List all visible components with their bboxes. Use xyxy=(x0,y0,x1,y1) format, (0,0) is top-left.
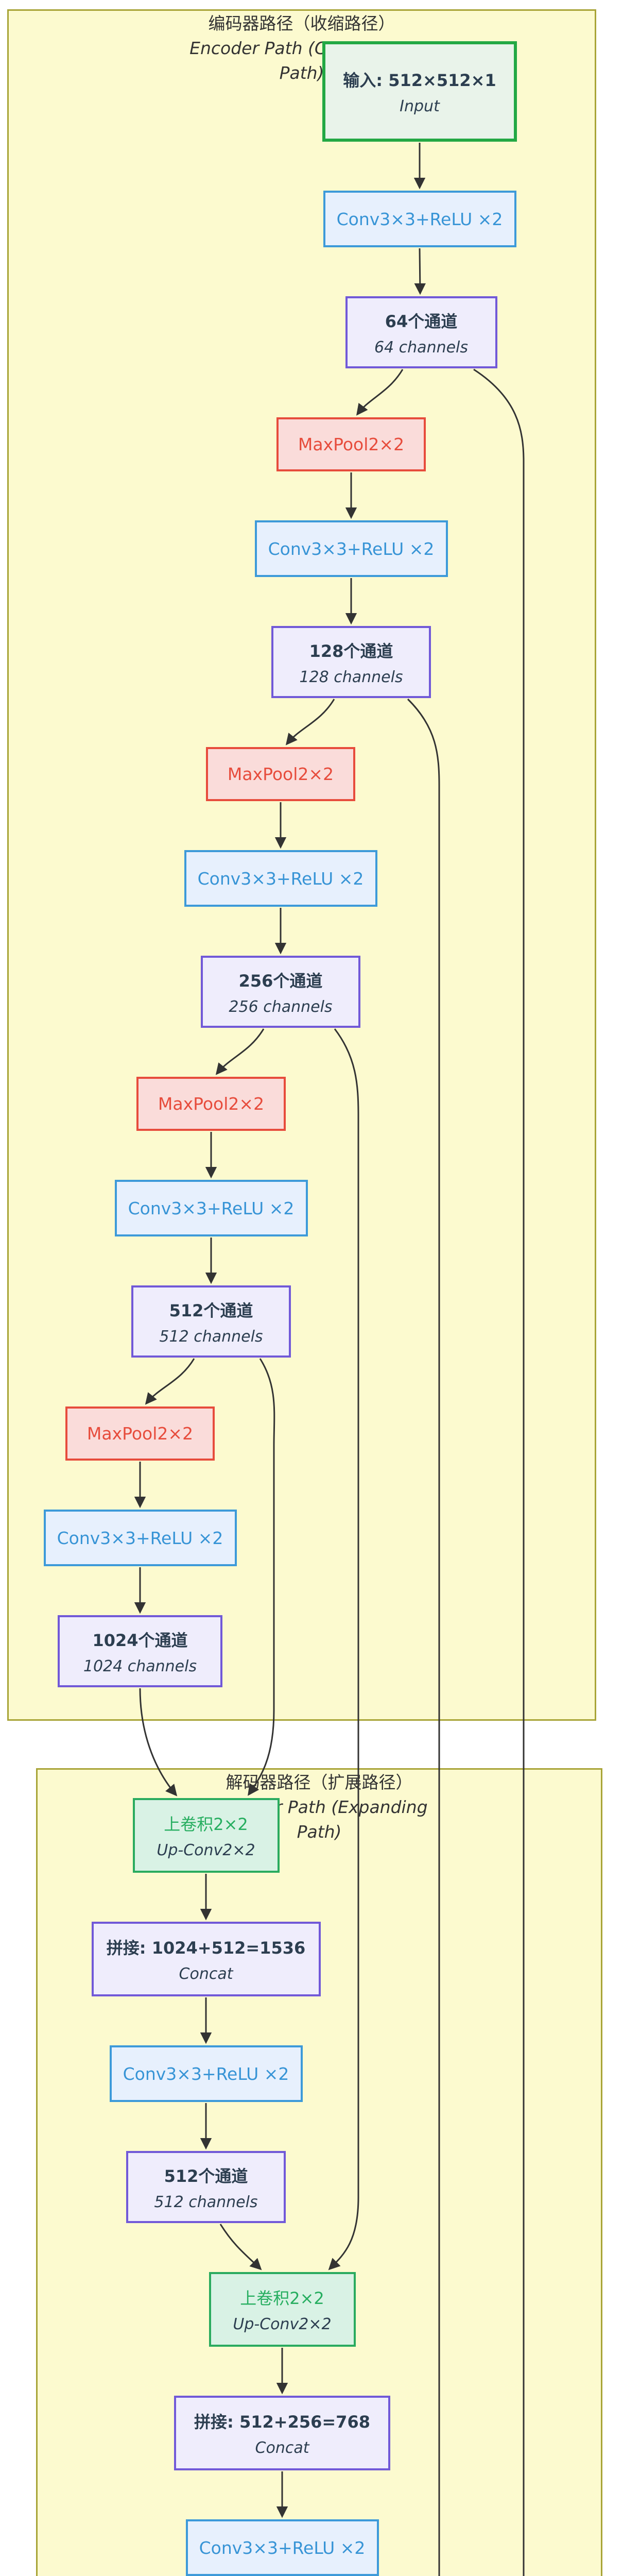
node-mp2-label: MaxPool2×2 xyxy=(227,764,334,784)
edge-ch512-up1-skip-connection xyxy=(248,1358,275,1796)
decoder-title-en-line2: Path) xyxy=(297,1822,342,1842)
node-input-label-cn: 输入: 512×512×1 xyxy=(343,71,496,90)
encoder-title-en-line2: Path) xyxy=(279,63,324,83)
node-conv6-label: Conv3×3+ReLU ×2 xyxy=(123,2063,289,2084)
node-ch64: 64个通道 64 channels xyxy=(345,296,497,368)
node-mp3: MaxPool2×2 xyxy=(136,1077,286,1131)
node-conv6: Conv3×3+ReLU ×2 xyxy=(109,2045,303,2102)
node-dch512-label-en: 512 channels xyxy=(154,2193,258,2211)
node-mp4-label: MaxPool2×2 xyxy=(86,1423,194,1444)
edge-ch128-up3-skip-connection xyxy=(407,698,440,2576)
node-input-label-en: Input xyxy=(400,97,440,115)
edge-ch256-mp3 xyxy=(215,1028,265,1075)
node-conv7: Conv3×3+ReLU ×2 xyxy=(185,2519,379,2576)
node-ch64-label-en: 64 channels xyxy=(374,338,469,357)
node-conv2-label: Conv3×3+ReLU ×2 xyxy=(268,538,435,559)
node-conv3: Conv3×3+ReLU ×2 xyxy=(184,850,377,907)
node-ch1024-label-cn: 1024个通道 xyxy=(92,1630,188,1650)
node-ch256-label-en: 256 channels xyxy=(229,997,333,1016)
node-ch256: 256个通道 256 channels xyxy=(201,956,360,1028)
edge-ch1024-up1 xyxy=(139,1688,178,1797)
node-ch1024-label-en: 1024 channels xyxy=(83,1657,197,1675)
node-ch128-label-en: 128 channels xyxy=(299,668,403,686)
node-dch512: 512个通道 512 channels xyxy=(126,2151,286,2223)
edge-ch64-mp1 xyxy=(356,369,404,416)
node-mp1: MaxPool2×2 xyxy=(276,417,426,471)
node-mp2: MaxPool2×2 xyxy=(206,747,355,801)
node-up1-label-cn: 上卷积2×2 xyxy=(164,1815,248,1834)
node-mp1-label: MaxPool2×2 xyxy=(298,434,405,454)
node-cat2-label-cn: 拼接: 512+256=768 xyxy=(194,2412,370,2432)
node-conv4-label: Conv3×3+ReLU ×2 xyxy=(128,1198,295,1218)
node-cat1-label-en: Concat xyxy=(179,1965,233,1983)
node-dch512-label-cn: 512个通道 xyxy=(164,2166,248,2186)
node-ch512: 512个通道 512 channels xyxy=(131,1285,291,1358)
node-up1-label-en: Up-Conv2×2 xyxy=(157,1841,255,1859)
edge-ch512-mp4 xyxy=(145,1358,195,1405)
node-conv5: Conv3×3+ReLU ×2 xyxy=(43,1510,237,1566)
node-ch512-label-en: 512 channels xyxy=(159,1327,263,1346)
node-conv4: Conv3×3+ReLU ×2 xyxy=(114,1180,308,1236)
node-conv2: Conv3×3+ReLU ×2 xyxy=(254,520,448,577)
edge-ch64-up4-skip-connection xyxy=(473,368,525,2576)
node-conv3-label: Conv3×3+ReLU ×2 xyxy=(197,868,364,889)
node-mp4: MaxPool2×2 xyxy=(65,1406,215,1461)
node-ch128-label-cn: 128个通道 xyxy=(309,641,393,661)
node-conv1: Conv3×3+ReLU ×2 xyxy=(323,191,516,247)
edge-ch256-up2-skip-connection xyxy=(328,1028,359,2270)
node-conv7-label: Conv3×3+ReLU ×2 xyxy=(199,2537,366,2558)
edge-dch512-up2 xyxy=(219,2224,262,2270)
node-ch1024: 1024个通道 1024 channels xyxy=(58,1615,222,1687)
edge-ch128-mp2 xyxy=(285,699,335,745)
node-ch512-label-cn: 512个通道 xyxy=(169,1300,253,1320)
node-conv5-label: Conv3×3+ReLU ×2 xyxy=(57,1528,223,1548)
node-up2-label-en: Up-Conv2×2 xyxy=(233,2315,332,2333)
node-cat1-label-cn: 拼接: 1024+512=1536 xyxy=(106,1938,306,1958)
node-cat2-label-en: Concat xyxy=(255,2439,309,2457)
node-ch256-label-cn: 256个通道 xyxy=(238,971,323,991)
node-up2-label-cn: 上卷积2×2 xyxy=(240,2289,324,2308)
node-mp3-label: MaxPool2×2 xyxy=(158,1094,265,1114)
node-ch128: 128个通道 128 channels xyxy=(271,626,431,698)
node-ch64-label-cn: 64个通道 xyxy=(385,311,458,331)
encoder-title-cn: 编码器路径（收缩路径） xyxy=(208,13,395,33)
node-conv1-label: Conv3×3+ReLU ×2 xyxy=(336,209,503,229)
